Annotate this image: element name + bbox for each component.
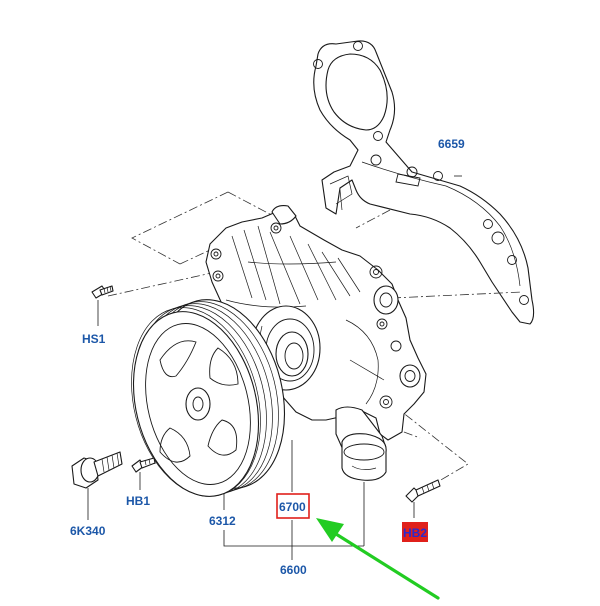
bolt-hs1[interactable]	[91, 285, 114, 299]
bolt-6k340[interactable]	[71, 451, 123, 489]
label-6659[interactable]: 6659	[438, 137, 465, 151]
highlight-hb2	[402, 522, 428, 542]
pointer-arrow	[316, 518, 440, 600]
label-hb2[interactable]: HB2	[403, 526, 427, 540]
label-hb1[interactable]: HB1	[126, 494, 150, 508]
selection-box-6700	[276, 493, 310, 519]
label-6k340[interactable]: 6K340	[70, 524, 106, 538]
bolt-hb1[interactable]	[131, 457, 156, 473]
label-6312[interactable]: 6312	[209, 514, 236, 528]
water-pump-part[interactable]	[205, 205, 427, 481]
bolt-hb2[interactable]	[405, 479, 441, 503]
pulley-part[interactable]	[113, 286, 304, 510]
label-hs1[interactable]: HS1	[82, 332, 106, 346]
leader-lines	[87, 175, 462, 560]
label-6700[interactable]: 6700	[279, 500, 306, 514]
callout-labels: 6659 HS1 HB1 6K340 6312 6600 6700 HB2	[70, 137, 465, 577]
label-6600[interactable]: 6600	[280, 563, 307, 577]
gasket-part[interactable]	[313, 40, 535, 325]
